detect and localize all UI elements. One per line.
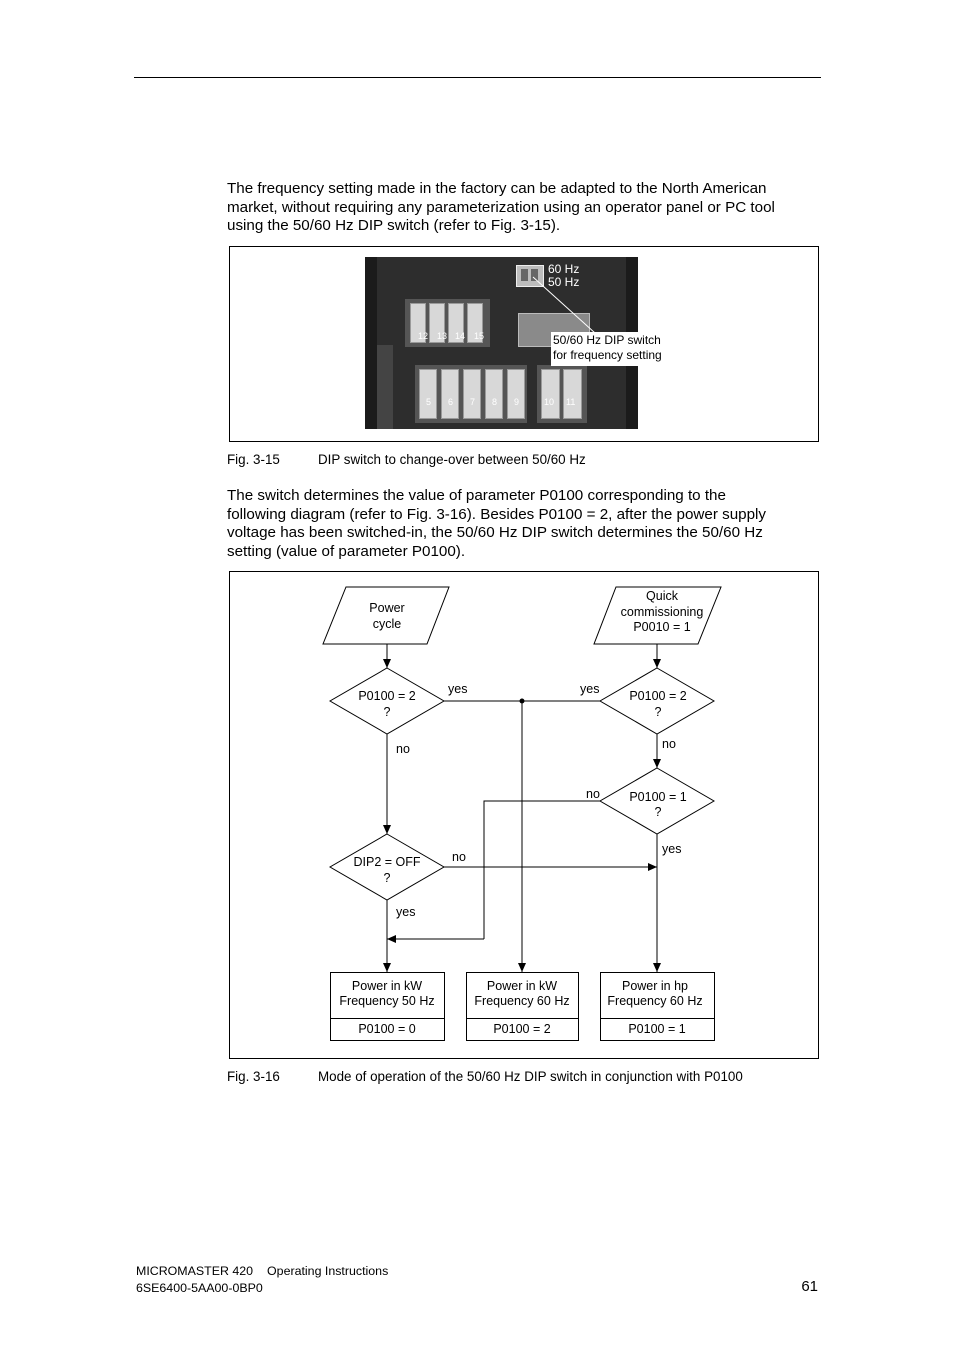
dip-switch-photo: 60 Hz 50 Hz 12 13 14 15 5 6 7 8 9 10 11	[365, 257, 638, 429]
result-box-60hz-kw	[466, 972, 579, 1041]
intro-line: market, without requiring any parameteri…	[227, 198, 775, 216]
terminal-number: 8	[492, 397, 498, 407]
callout-line: 50/60 Hz DIP switch	[553, 333, 661, 347]
dip-switch	[516, 265, 544, 287]
decision-text: ?	[384, 705, 391, 719]
quick-commissioning-text: Quick	[646, 589, 679, 603]
result-text: Frequency 60 Hz	[607, 994, 702, 1008]
figure-title: DIP switch to change-over between 50/60 …	[318, 452, 586, 467]
photo-left-panel	[365, 257, 377, 429]
footer-order-number: 6SE6400-5AA00-0BP0	[136, 1281, 263, 1295]
terminal-number: 12	[418, 331, 429, 341]
figure-3-15-frame	[229, 246, 819, 442]
result-text: Power in hp	[622, 979, 688, 993]
label-60hz: 60 Hz	[548, 262, 580, 276]
branch-label-yes: yes	[662, 842, 681, 856]
power-cycle-text: cycle	[373, 617, 402, 631]
footer-product: MICROMASTER 420	[136, 1264, 254, 1278]
terminal-number: 14	[455, 331, 466, 341]
decision-text: P0100 = 2	[358, 689, 415, 703]
power-cycle-shape	[322, 586, 450, 645]
result-value: P0100 = 0	[358, 1022, 415, 1036]
body-line: voltage has been switched-in, the 50/60 …	[227, 524, 763, 542]
page-number: 61	[801, 1278, 818, 1295]
terminal-number: 11	[566, 397, 576, 407]
result-text: Power in kW	[487, 979, 557, 993]
intro-line: using the 50/60 Hz DIP switch (refer to …	[227, 217, 561, 235]
callout-line: for frequency setting	[553, 348, 662, 362]
quick-commissioning-text: commissioning	[621, 605, 704, 619]
result-value: P0100 = 2	[493, 1022, 550, 1036]
callout-leader	[532, 276, 596, 334]
terminal-number: 13	[437, 331, 448, 341]
terminal-number: 7	[470, 397, 476, 407]
terminal-number: 15	[474, 331, 485, 341]
branch-label-no: no	[662, 737, 676, 751]
label-50hz: 50 Hz	[548, 275, 580, 289]
body-paragraph: The switch determines the value of param…	[227, 487, 827, 561]
decision-text: ?	[655, 805, 662, 819]
body-line: setting (value of parameter P0100).	[227, 542, 466, 560]
dip-switch-callout: 50/60 Hz DIP switch for frequency settin…	[551, 332, 673, 366]
body-line: The switch determines the value of param…	[227, 487, 726, 504]
result-box-50hz-kw	[330, 972, 445, 1041]
decision-text: ?	[655, 705, 662, 719]
quick-commissioning-text: P0010 = 1	[633, 620, 690, 634]
figure-3-16-frame	[229, 571, 819, 1059]
decision-text: DIP2 = OFF	[353, 855, 420, 869]
figure-number: Fig. 3-15	[227, 452, 280, 467]
branch-label-no: no	[452, 850, 466, 864]
decision-text: P0100 = 2	[629, 689, 686, 703]
result-value: P0100 = 1	[628, 1022, 685, 1036]
terminal-number: 6	[448, 397, 454, 407]
terminal-number: 9	[514, 397, 520, 407]
footer-title: MICROMASTER 420 Operating Instructions	[136, 1264, 388, 1278]
branch-label-yes: yes	[396, 905, 415, 919]
figure-3-15-caption: Fig. 3-15 DIP switch to change-over betwe…	[227, 452, 586, 467]
branch-label-yes: yes	[580, 682, 599, 696]
terminal-number: 10	[544, 397, 555, 407]
decision-text: ?	[384, 871, 391, 885]
terminal-block-right: 10 11	[537, 365, 587, 423]
intro-line: The frequency setting made in the factor…	[227, 180, 767, 197]
figure-3-16-caption: Fig. 3-16 Mode of operation of the 50/60 …	[227, 1069, 743, 1084]
power-cycle-text: Power	[369, 601, 404, 615]
result-text: Frequency 50 Hz	[339, 994, 434, 1008]
decision-text: P0100 = 1	[629, 790, 686, 804]
footer-doc-type: Operating Instructions	[267, 1264, 389, 1278]
result-text: Power in kW	[352, 979, 422, 993]
body-line: following diagram (refer to Fig. 3-16). …	[227, 505, 767, 523]
header-rule	[134, 77, 821, 78]
terminal-block-bottom: 5 6 7 8 9	[415, 365, 527, 423]
branch-label-yes: yes	[448, 682, 467, 696]
figure-title: Mode of operation of the 50/60 Hz DIP sw…	[318, 1069, 743, 1084]
result-text: Frequency 60 Hz	[474, 994, 569, 1008]
figure-number: Fig. 3-16	[227, 1069, 280, 1084]
quick-commissioning-shape	[593, 586, 722, 645]
branch-label-no: no	[396, 742, 410, 756]
result-box-60hz-hp	[600, 972, 715, 1041]
photo-left-bracket	[377, 345, 393, 429]
terminal-block-top: 12 13 14 15	[405, 299, 490, 347]
intro-paragraph: The frequency setting made in the factor…	[227, 180, 827, 236]
terminal-number: 5	[426, 397, 432, 407]
branch-label-no: no	[586, 787, 600, 801]
